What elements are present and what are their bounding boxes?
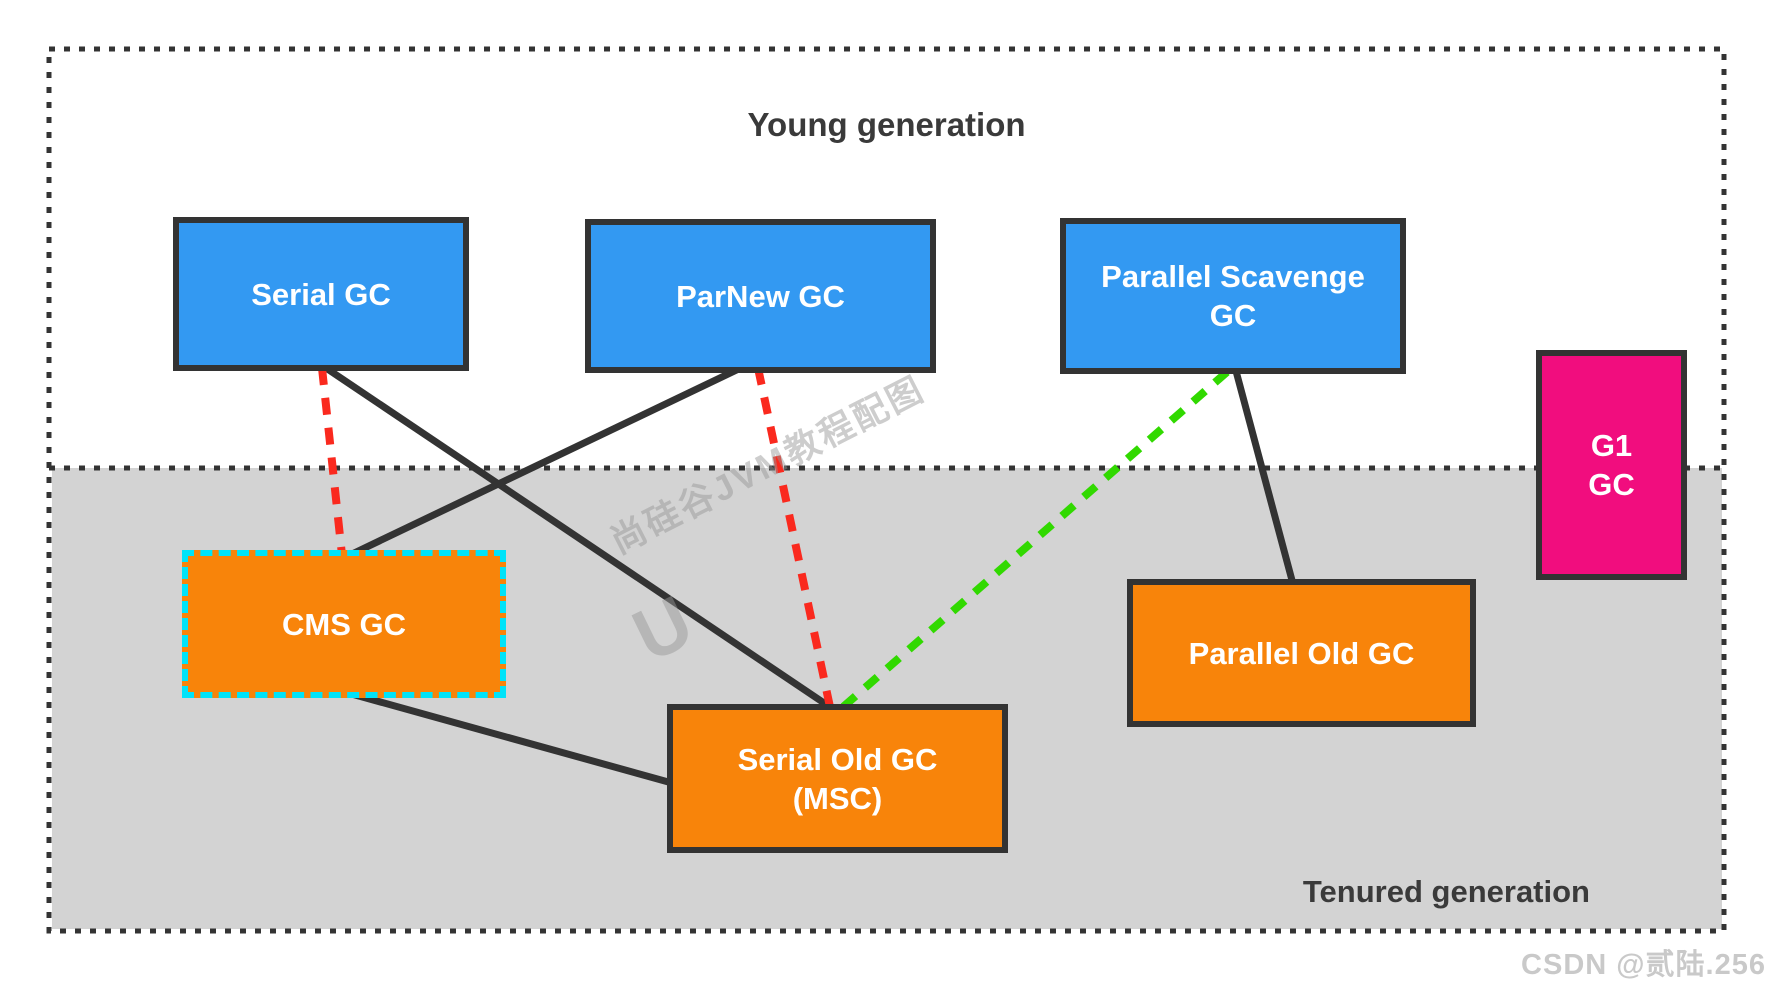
node-cms-gc: CMS GC <box>182 550 506 698</box>
node-serial-old-gc: Serial Old GC (MSC) <box>667 704 1008 853</box>
tenured-generation-label: Tenured generation <box>1302 874 1590 909</box>
csdn-watermark-text: CSDN @贰陆.256 <box>1521 949 1766 981</box>
edge-serial-to-cms-red-dashed <box>318 367 346 556</box>
node-g1-gc-label-line2: GC <box>1588 467 1635 502</box>
node-parallel-scavenge-gc: Parallel Scavenge GC <box>1060 218 1406 374</box>
node-serial-old-gc-label-line1: Serial Old GC <box>737 741 938 777</box>
edge-serial-to-serialold <box>321 363 835 712</box>
node-g1-gc-label-line1: G1 <box>1590 428 1633 463</box>
node-parallel-scavenge-gc-label-line1: Parallel Scavenge <box>1101 259 1365 294</box>
node-parallel-scavenge-gc-label-line2: GC <box>1209 298 1257 333</box>
node-serial-gc: Serial GC <box>173 217 469 371</box>
node-serial-gc-label: Serial GC <box>251 276 391 312</box>
edge-parnew-to-cms <box>348 361 749 559</box>
young-generation-label: Young generation <box>747 106 1026 143</box>
node-parallel-old-gc-label: Parallel Old GC <box>1188 635 1415 671</box>
node-parnew-gc: ParNew GC <box>585 219 936 373</box>
node-serial-old-gc-label-line2: (MSC) <box>792 780 883 816</box>
outer-dotted-border <box>46 46 1727 934</box>
node-cms-gc-label: CMS GC <box>282 606 406 642</box>
edge-cms-to-serialold <box>347 689 673 787</box>
edge-ps-to-parold <box>1232 370 1297 585</box>
node-parallel-old-gc: Parallel Old GC <box>1127 579 1476 727</box>
node-parnew-gc-label: ParNew GC <box>676 278 845 314</box>
node-g1-gc: G1 GC <box>1536 350 1687 580</box>
